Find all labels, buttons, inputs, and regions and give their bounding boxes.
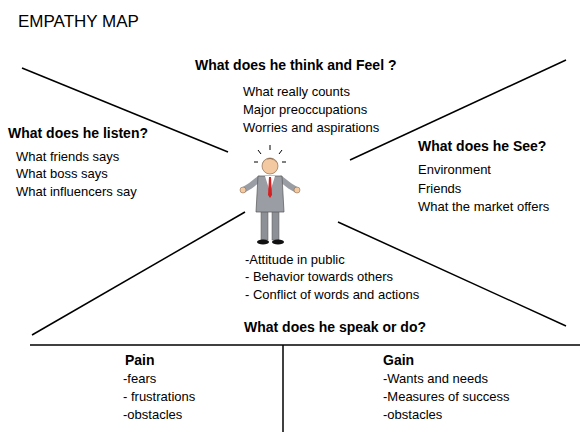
stress-mark [279,150,282,154]
person-head [262,158,278,174]
stress-mark [258,150,261,154]
section-item: Environment [418,162,491,178]
section-item: Friends [418,181,461,197]
person-leg [261,208,268,240]
section-heading: Gain [383,352,414,368]
person-arm [245,179,259,189]
section-item: What friends says [16,149,119,165]
section-item: - Conflict of words and actions [245,287,419,303]
map-section: Pain -fears - frustrations -obstacles [123,352,196,423]
section-item: -Measures of success [383,389,509,405]
stress-mark [282,162,286,163]
section-heading: What does he listen? [8,125,148,141]
map-section: Gain -Wants and needs -Measures of success… [383,352,510,423]
diagram-title: EMPATHY MAP [18,12,139,32]
section-item: -fears [123,371,156,387]
section-item: Worries and aspirations [243,120,379,136]
section-heading: What does he speak or do? [244,319,426,335]
person-shoe [272,240,284,245]
person-leg [272,208,279,240]
map-section: What does he listen?What friends saysWha… [8,125,149,200]
section-item: -obstacles [123,407,182,423]
section-heading: Pain [125,352,155,368]
person-shoe [257,240,269,245]
section-heading: What does he think and Feel ? [195,57,396,73]
stress-mark [270,145,271,150]
map-section: What does he See? EnvironmentFriendsWhat … [418,138,550,215]
divider-line [32,212,245,335]
person-arm [281,179,295,189]
person-illustration [240,145,300,245]
section-heading: What does he See? [418,138,546,154]
person-hand [294,187,300,193]
section-item: What boss says [16,166,108,182]
divider-line [30,344,580,346]
person-hair [262,159,278,165]
section-item: -obstacles [383,407,442,423]
section-item: -Attitude in public [245,252,345,268]
stress-mark [254,162,258,163]
map-section: What does he think and Feel ? What really… [195,57,397,136]
quadrant-lines [22,60,580,432]
section-item: - Behavior towards others [245,269,393,285]
person-hand [240,187,246,193]
section-item: What influencers say [16,184,137,200]
person-tie [268,177,272,198]
section-item: - frustrations [123,389,195,405]
divider-line [350,60,566,160]
map-section: -Attitude in public- Behavior towards ot… [244,252,427,335]
section-item: Major preoccupations [243,102,367,118]
section-item: What the market offers [418,199,549,215]
section-item: What really counts [243,84,350,100]
person-jacket [256,176,284,212]
divider-line [282,345,284,432]
section-item: -Wants and needs [383,371,488,387]
